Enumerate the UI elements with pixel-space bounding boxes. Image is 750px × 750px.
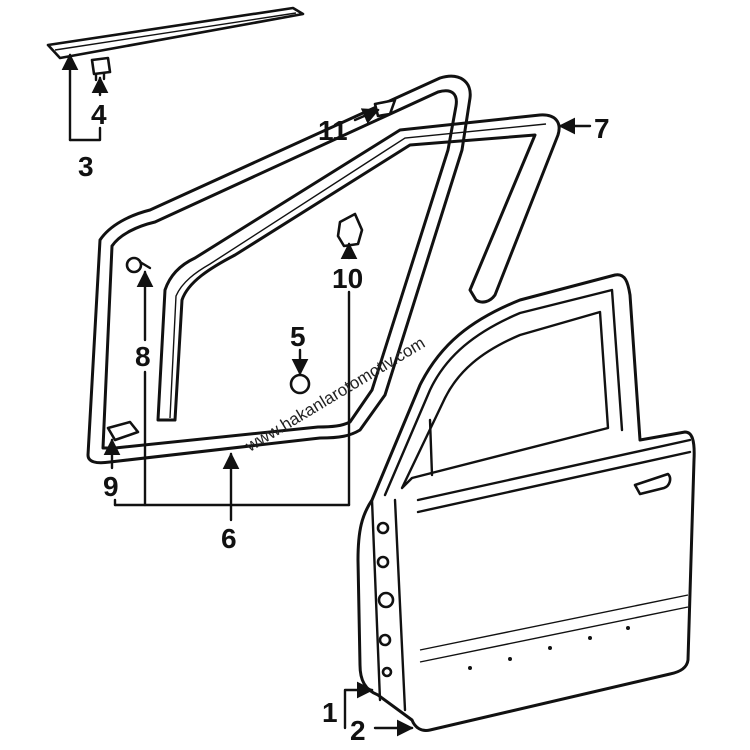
callout-4: 4 — [91, 99, 107, 130]
moulding-strip — [46, 6, 305, 60]
leader-lines — [61, 53, 592, 737]
door-shell — [356, 273, 696, 732]
callout-7: 7 — [594, 113, 610, 144]
plug — [289, 373, 311, 395]
retainer-clip — [106, 420, 140, 442]
callout-3: 3 — [78, 151, 94, 182]
callout-1: 1 — [322, 697, 338, 728]
bracket-clip — [336, 212, 364, 248]
callout-2: 2 — [350, 715, 366, 746]
callout-5: 5 — [290, 321, 306, 352]
grommet — [125, 256, 152, 274]
callout-8: 8 — [135, 341, 151, 372]
moulding-clip — [90, 56, 112, 82]
callout-10: 10 — [332, 263, 363, 294]
callout-9: 9 — [103, 471, 119, 502]
callout-11: 11 — [318, 115, 348, 146]
door-weatherstrip — [156, 113, 561, 422]
body-weatherstrip — [86, 74, 472, 465]
callout-6: 6 — [221, 523, 237, 554]
